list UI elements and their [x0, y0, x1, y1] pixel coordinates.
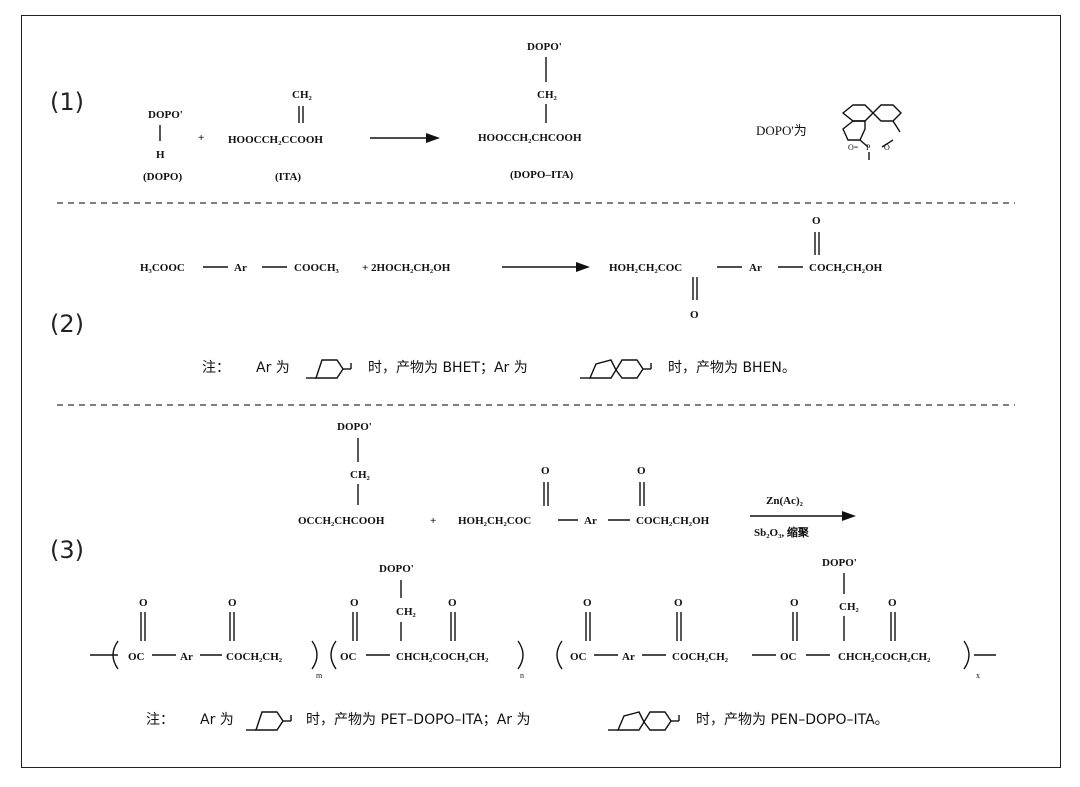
poly-ar-1: Ar: [180, 651, 193, 663]
poly-oc-2: OC: [340, 651, 357, 663]
poly-dopo-1: DOPO': [379, 563, 414, 575]
ita-name: (ITA): [275, 171, 301, 183]
poly-ch2-1: CH₂: [396, 606, 417, 618]
r3-ch2: CH₂: [350, 469, 371, 481]
poly-o-4: O: [448, 597, 457, 609]
naphthalene-ring-icon: [580, 359, 652, 379]
arrow-3-head: [842, 511, 856, 521]
polymer-structure: OC O Ar O COCH₂CH₂ m OC O DOPO' CH₂ CHCH…: [90, 557, 996, 680]
poly-segment-3: COCH₂CH₂: [672, 651, 729, 663]
r3-ar: Ar: [584, 515, 597, 527]
poly-ar-2: Ar: [622, 651, 635, 663]
r2-product-left: HOH₂CH₂COC: [609, 262, 682, 274]
r3-catalyst-bottom: Sb₂O₃, 缩聚: [754, 525, 810, 539]
svg-text:O=: O=: [848, 143, 859, 152]
ita-ch2: CH₂: [292, 89, 313, 101]
poly-segment-4: CHCH₂COCH₂CH₂: [838, 651, 931, 663]
benzene-ring-icon: [306, 359, 352, 379]
poly-oc-1: OC: [128, 651, 145, 663]
plus-sign: +: [198, 132, 204, 144]
svg-text:O: O: [884, 143, 890, 152]
figure-frame: [21, 15, 1061, 768]
poly-subscript-m: m: [316, 671, 323, 680]
product-dopo: DOPO': [527, 41, 562, 53]
r2-oxygen-top: O: [812, 215, 821, 227]
r2-ar2: Ar: [749, 262, 762, 274]
r2-ar1: Ar: [234, 262, 247, 274]
poly-oc-4: OC: [780, 651, 797, 663]
reaction-3: DOPO' CH₂ OCCH₂CHCOOH + HOH₂CH₂COC Ar CO…: [90, 421, 996, 731]
r3-o-right: O: [637, 465, 646, 477]
section-label-3: (3): [50, 536, 84, 564]
naphthalene-ring-icon-2: [608, 711, 680, 731]
r3-note-mid: 时，产物为 PET–DOPO–ITA；Ar 为: [306, 712, 531, 728]
arrow-1-head: [426, 133, 440, 143]
r2-reactant1: H₃COOC: [140, 262, 185, 274]
poly-o-1: O: [139, 597, 148, 609]
poly-oc-3: OC: [570, 651, 587, 663]
reaction-1: DOPO' H (DOPO) + CH₂ HOOCCH₂CCOOH (ITA) …: [143, 41, 902, 183]
poly-segment-1: COCH₂CH₂: [226, 651, 283, 663]
r2-note-end: 时，产物为 BHEN。: [668, 360, 796, 376]
poly-o-2: O: [228, 597, 237, 609]
ita-formula: HOOCCH₂CCOOH: [228, 134, 323, 146]
r3-catalyst-top: Zn(Ac)₂: [766, 495, 804, 507]
r2-reactant1-end: COOCH₃: [294, 262, 340, 274]
poly-o-6: O: [674, 597, 683, 609]
dopo-name: (DOPO): [143, 171, 182, 183]
dopo-structure-icon: P O O=: [841, 104, 902, 160]
r3-reactant2-right: COCH₂CH₂OH: [636, 515, 710, 527]
product-formula: HOOCCH₂CHCOOH: [478, 132, 582, 144]
dopo-label: DOPO': [148, 109, 183, 121]
poly-o-3: O: [350, 597, 359, 609]
svg-text:P: P: [866, 143, 871, 152]
r3-note-end: 时，产物为 PEN–DOPO–ITA。: [696, 712, 889, 728]
benzene-ring-icon-2: [246, 711, 292, 731]
dopo-h: H: [156, 149, 165, 161]
r2-note-ar1: Ar 为: [256, 360, 290, 376]
r2-oxygen-bottom: O: [690, 309, 699, 321]
r2-reactant2: + 2HOCH₂CH₂OH: [362, 262, 451, 274]
product-name: (DOPO–ITA): [510, 169, 574, 181]
poly-ch2-2: CH₂: [839, 601, 860, 613]
poly-subscript-x: x: [976, 671, 980, 680]
r3-reactant1: OCCH₂CHCOOH: [298, 515, 385, 527]
r2-note-prefix: 注：: [202, 360, 230, 376]
section-label-1: (1): [50, 88, 84, 116]
poly-o-8: O: [888, 597, 897, 609]
poly-o-5: O: [583, 597, 592, 609]
r3-plus: +: [430, 515, 436, 527]
dopo-definition: DOPO'为: [756, 123, 807, 138]
r2-product-right: COCH₂CH₂OH: [809, 262, 883, 274]
poly-segment-2: CHCH₂COCH₂CH₂: [396, 651, 489, 663]
arrow-2-head: [576, 262, 590, 272]
r3-note-prefix: 注：: [146, 712, 174, 728]
r3-reactant2-left: HOH₂CH₂COC: [458, 515, 531, 527]
poly-o-7: O: [790, 597, 799, 609]
r3-o-left: O: [541, 465, 550, 477]
r2-note-mid: 时，产物为 BHET；Ar 为: [368, 360, 528, 376]
poly-subscript-n: n: [520, 671, 524, 680]
r3-dopo: DOPO': [337, 421, 372, 433]
r3-note-ar1: Ar 为: [200, 712, 234, 728]
product-ch2: CH₂: [537, 89, 558, 101]
reaction-2: H₃COOC Ar COOCH₃ + 2HOCH₂CH₂OH HOH₂CH₂CO…: [140, 215, 883, 379]
poly-dopo-2: DOPO': [822, 557, 857, 569]
section-label-2: (2): [50, 310, 84, 338]
